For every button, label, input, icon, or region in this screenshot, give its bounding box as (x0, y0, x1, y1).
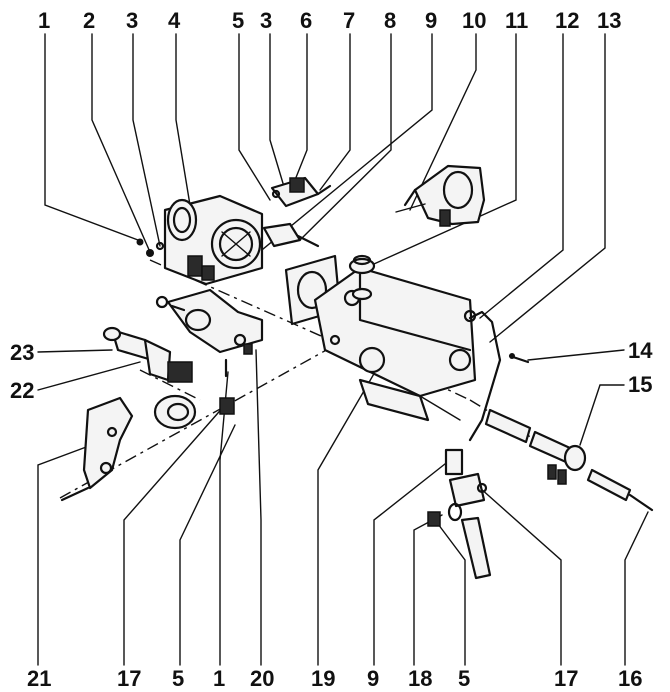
throttle-body (163, 194, 264, 286)
mounting-bracket (60, 396, 134, 502)
callout-label: 18 (408, 666, 432, 691)
callout-label: 12 (555, 8, 579, 33)
callout-label: 9 (425, 8, 437, 33)
callout-label: 17 (554, 666, 578, 691)
callout-label: 11 (505, 8, 528, 33)
callout-label: 5 (232, 8, 244, 33)
callout-label: 2 (83, 8, 95, 33)
small-fasteners-left (136, 238, 165, 257)
callout-label: 9 (367, 666, 379, 691)
idle-valve (102, 326, 193, 383)
callout-label: 4 (168, 8, 181, 33)
intake-manifold-housing (313, 266, 477, 422)
callout-label: 1 (38, 8, 50, 33)
fuel-line-assembly (484, 408, 654, 512)
connecting-pipe (262, 222, 320, 248)
callout-label: 22 (10, 378, 34, 403)
callout-label: 5 (172, 666, 184, 691)
callout-label: 21 (27, 666, 51, 691)
callout-label: 3 (126, 8, 138, 33)
callout-labels: 1 2 3 4 5 3 6 7 8 9 10 11 12 13 14 15 23… (10, 8, 653, 691)
callout-label: 3 (260, 8, 272, 33)
callout-label: 7 (343, 8, 355, 33)
callout-label: 13 (597, 8, 621, 33)
mounting-ring (153, 394, 197, 430)
lower-valve-hose (427, 448, 492, 580)
leader-lines (37, 33, 649, 666)
callout-label: 14 (628, 338, 653, 363)
callout-label: 17 (117, 666, 141, 691)
callout-label: 15 (628, 372, 652, 397)
air-intake-elbow (395, 164, 486, 227)
actuator-bracket (155, 288, 264, 415)
bracket-rod (463, 309, 530, 442)
callout-label: 10 (462, 8, 486, 33)
callout-label: 5 (458, 666, 470, 691)
callout-label: 23 (10, 340, 34, 365)
callout-label: 16 (618, 666, 642, 691)
callout-label: 19 (311, 666, 335, 691)
callout-label: 8 (384, 8, 396, 33)
callout-label: 6 (300, 8, 312, 33)
callout-label: 20 (250, 666, 274, 691)
cap-seal (348, 254, 376, 301)
throttle-switch (270, 176, 332, 208)
callout-label: 1 (213, 666, 225, 691)
